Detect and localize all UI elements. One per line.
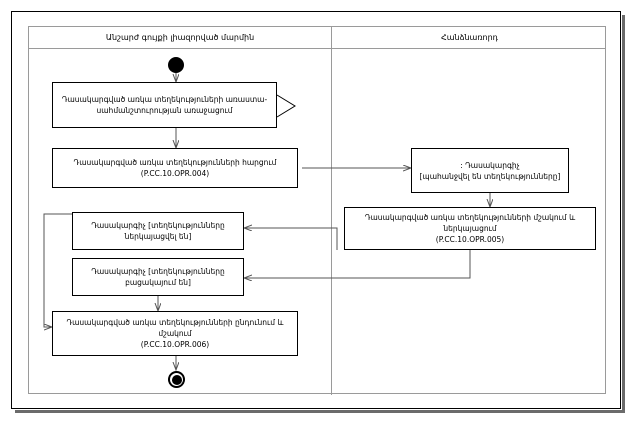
node-activity-opr-006[interactable]: Դասակարգված առկա տեղեկությունների ընդուն… [52,311,298,356]
page-shadow-bottom [15,410,625,413]
page-shadow-right [622,15,625,413]
node-state-classifier-requested-label: : Դասակարգիչ[պահանջվել են տեղեկություննե… [419,160,561,181]
final-node-inner [171,374,182,385]
node-activity-request-prep[interactable]: Դասակարգված առկա տեղեկություների առաստա-… [52,82,277,128]
edge-classifier-presented-to-opr006 [43,213,72,327]
swimlane-header-row: Անշարժ գույքի լիազորված մարմին Հանձնառոր… [29,27,605,49]
edge-opr005-to-classifier-absent [244,250,471,278]
send-signal-triangle-icon [276,94,296,118]
swimlane-header-lane-left: Անշարժ գույքի լիազորված մարմին [105,33,255,42]
swimlane-divider [331,49,332,395]
node-activity-opr-004-label: Դասակարգված առկա տեղեկությունների հարցու… [73,158,277,178]
edge-opr005-to-classifier-presented [244,228,338,250]
page-frame [11,11,621,409]
node-activity-opr-006-label: Դասակարգված առկա տեղեկությունների ընդուն… [66,318,284,349]
swimlane-header-lane-right: Հանձնառորդ [331,27,607,49]
node-activity-opr-005[interactable]: Դասակարգված առկա տեղեկությունների մշակու… [344,207,596,250]
node-activity-request-prep-label: Դասակարգված առկա տեղեկություների առաստա-… [61,95,268,115]
node-state-classifier-requested[interactable]: : Դասակարգիչ[պահանջվել են տեղեկություննե… [411,148,569,193]
node-activity-opr-004[interactable]: Դասակարգված առկա տեղեկությունների հարցու… [52,148,298,188]
swimlane-table: Անշարժ գույքի լիազորված մարմին Հանձնառոր… [28,26,606,395]
node-activity-opr-005-label: Դասակարգված առկա տեղեկությունների մշակու… [364,213,576,244]
initial-node[interactable] [168,57,184,73]
